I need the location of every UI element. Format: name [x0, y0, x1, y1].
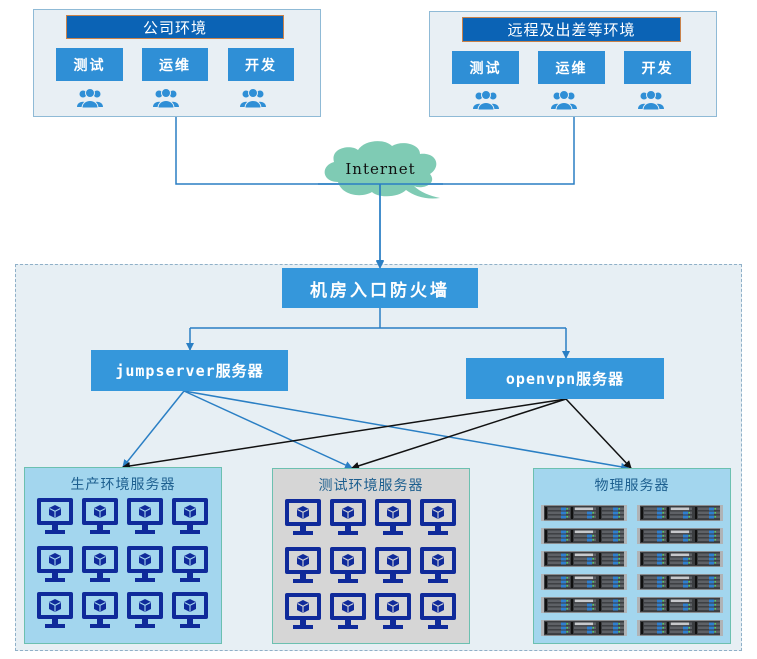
link-openvpn-to-physical: [565, 398, 632, 469]
people-group-icon: [240, 88, 266, 108]
monitor-cube-icon: [82, 592, 118, 628]
monitor-cube-icon: [82, 546, 118, 582]
office-environment-panel: 公司环境 测试 运维 开发: [33, 9, 321, 117]
jumpserver-node[interactable]: jumpserver服务器: [91, 350, 288, 391]
rack-server-icon: [637, 505, 723, 521]
production-servers-grid: [34, 496, 211, 632]
people-group-icon: [638, 90, 664, 110]
rack-server-icon: [637, 528, 723, 544]
office-role-dev[interactable]: 开发: [228, 48, 294, 81]
link-openvpn-to-prod: [122, 398, 567, 470]
production-servers-title: 生产环境服务器: [70, 477, 176, 493]
remote-environment-title: 远程及出差等环境: [462, 17, 681, 42]
link-jumpserver-to-prod: [122, 390, 185, 468]
rack-server-icon: [541, 597, 627, 613]
link-office-to-internet: [175, 117, 380, 185]
people-group-icon: [473, 90, 499, 110]
remote-environment-panel: 远程及出差等环境 测试 运维 开发: [429, 11, 717, 117]
production-servers-group: 生产环境服务器: [24, 467, 222, 644]
rack-server-icon: [637, 620, 723, 636]
physical-servers-title: 物理服务器: [594, 478, 670, 494]
rack-server-icon: [637, 597, 723, 613]
monitor-cube-icon: [375, 593, 411, 629]
monitor-cube-icon: [285, 547, 321, 583]
rack-server-icon: [637, 574, 723, 590]
rack-server-icon: [637, 551, 723, 567]
rack-server-icon: [541, 528, 627, 544]
monitor-cube-icon: [330, 593, 366, 629]
office-role-ops[interactable]: 运维: [142, 48, 208, 81]
link-jumpserver-to-test: [183, 390, 353, 469]
monitor-cube-icon: [420, 547, 456, 583]
rack-server-icon: [541, 551, 627, 567]
rack-server-icon: [541, 505, 627, 521]
test-servers-title: 测试环境服务器: [318, 478, 424, 494]
people-group-icon: [77, 88, 103, 108]
monitor-cube-icon: [375, 499, 411, 535]
monitor-cube-icon: [172, 592, 208, 628]
monitor-cube-icon: [420, 499, 456, 535]
monitor-cube-icon: [285, 593, 321, 629]
monitor-cube-icon: [285, 499, 321, 535]
monitor-cube-icon: [37, 546, 73, 582]
people-group-icon: [551, 90, 577, 110]
internet-label: Internet: [345, 160, 416, 178]
people-group-icon: [153, 88, 179, 108]
monitor-cube-icon: [375, 547, 411, 583]
remote-role-ops[interactable]: 运维: [538, 51, 605, 84]
monitor-cube-icon: [172, 546, 208, 582]
monitor-cube-icon: [127, 546, 163, 582]
office-environment-title: 公司环境: [66, 15, 284, 39]
firewall-node[interactable]: 机房入口防火墙: [282, 268, 478, 308]
monitor-cube-icon: [420, 593, 456, 629]
monitor-cube-icon: [330, 547, 366, 583]
physical-servers-group: 物理服务器: [533, 468, 731, 644]
monitor-cube-icon: [37, 592, 73, 628]
openvpn-node[interactable]: openvpn服务器: [466, 358, 664, 399]
monitor-cube-icon: [127, 592, 163, 628]
monitor-cube-icon: [37, 498, 73, 534]
monitor-cube-icon: [82, 498, 118, 534]
physical-servers-grid: [541, 505, 723, 636]
office-role-test[interactable]: 测试: [56, 48, 123, 81]
link-jumpserver-to-physical: [183, 390, 629, 471]
rack-server-icon: [541, 620, 627, 636]
remote-role-dev[interactable]: 开发: [624, 51, 691, 84]
test-servers-group: 测试环境服务器: [272, 468, 470, 644]
link-openvpn-to-test: [351, 398, 567, 470]
rack-server-icon: [541, 574, 627, 590]
remote-role-test[interactable]: 测试: [452, 51, 519, 84]
monitor-cube-icon: [172, 498, 208, 534]
monitor-cube-icon: [330, 499, 366, 535]
link-remote-to-internet: [380, 117, 575, 185]
test-servers-grid: [282, 497, 459, 633]
monitor-cube-icon: [127, 498, 163, 534]
